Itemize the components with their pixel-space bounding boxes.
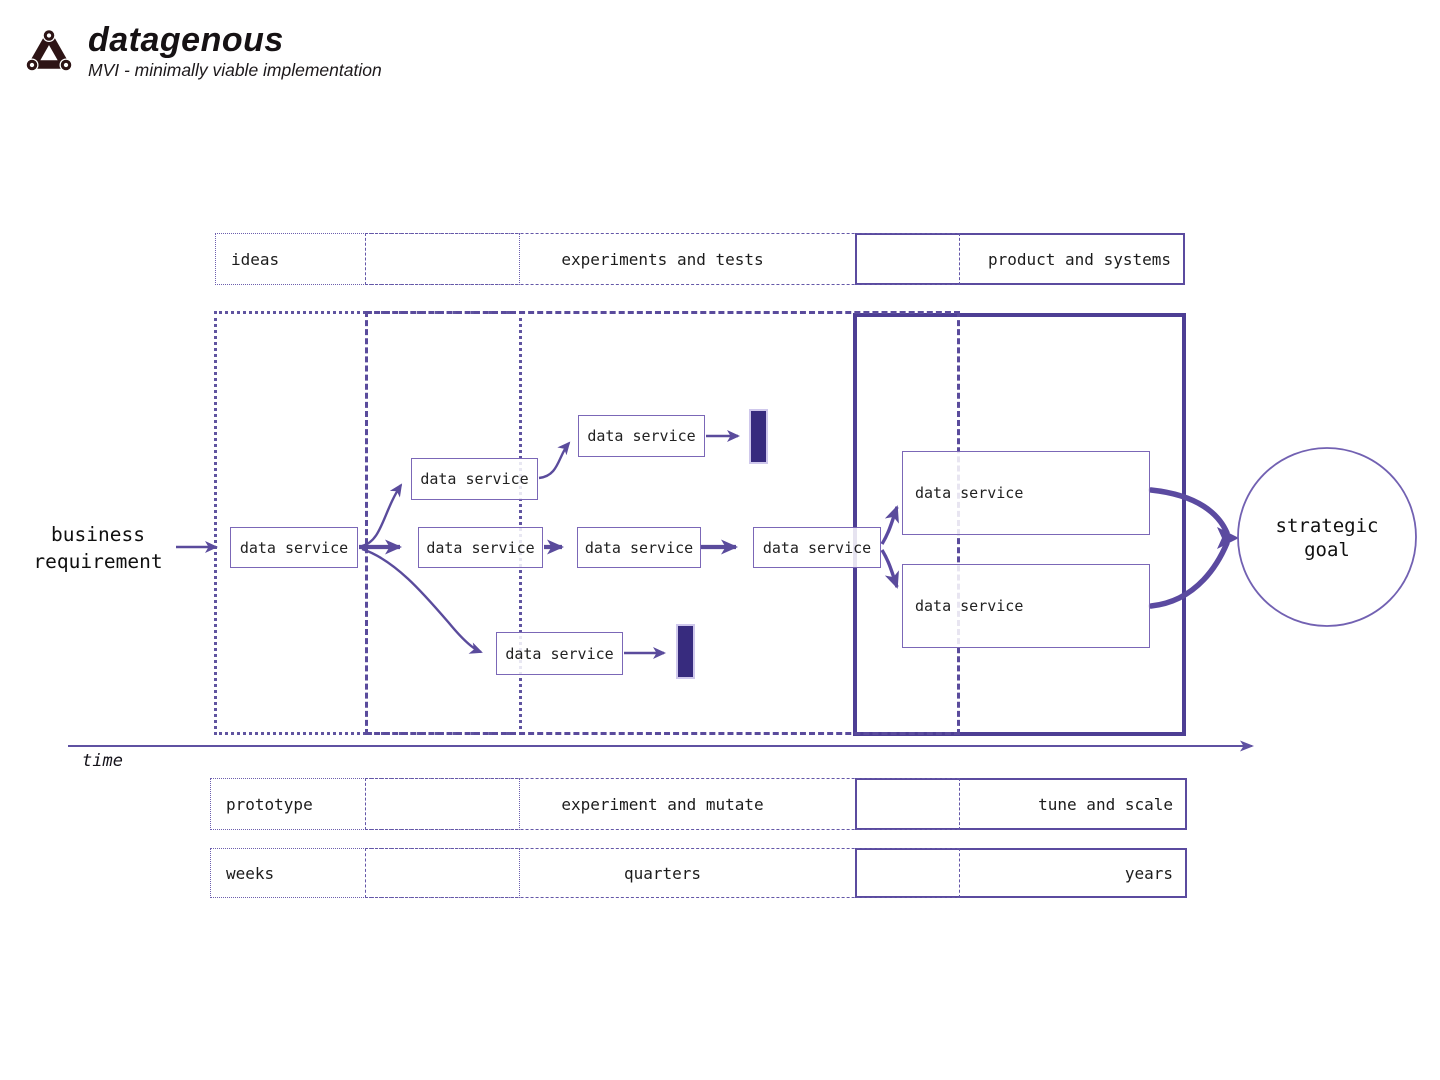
node-data-service-f: data service — [753, 527, 881, 568]
datagenous-logo-icon — [24, 26, 74, 76]
prototype-label: prototype — [226, 794, 313, 814]
quarters-label: quarters — [623, 863, 702, 883]
experiment-mutate-frame — [365, 778, 960, 830]
node-label: data service — [584, 538, 694, 557]
goal-arrowhead — [1217, 527, 1239, 549]
node-label: data service — [420, 470, 529, 488]
time-label: time — [82, 751, 123, 771]
years-label: years — [1124, 863, 1173, 883]
years-frame — [855, 848, 1187, 898]
product-frame — [855, 233, 1185, 285]
weeks-label: weeks — [226, 863, 275, 883]
experiments-label: experiments and tests — [561, 249, 764, 269]
tune-frame — [855, 778, 1187, 830]
node-data-service-h: data service — [902, 451, 1150, 535]
node-data-service-e: data service — [577, 527, 701, 568]
brand-title: datagenous — [88, 21, 284, 59]
node-label: data service — [587, 427, 696, 445]
node-label: data service — [239, 538, 349, 557]
node-data-service-d: data service — [418, 527, 543, 568]
node-data-service-b: data service — [411, 458, 538, 500]
strategic-goal-label: strategic goal — [1275, 515, 1379, 561]
experiments-frame — [365, 233, 960, 285]
tune-scale-label: tune and scale — [1038, 794, 1173, 814]
product-label: product and systems — [987, 249, 1171, 269]
quarters-frame — [365, 848, 960, 898]
node-label: data service — [762, 538, 872, 557]
business-requirement-label: business requirement — [33, 523, 163, 573]
ideas-label: ideas — [231, 249, 280, 269]
experiments-stage-frame — [365, 311, 960, 735]
node-data-service-c: data service — [578, 415, 705, 457]
node-label: data service — [426, 538, 535, 557]
node-label: data service — [915, 484, 1024, 502]
node-data-service-i: data service — [902, 564, 1150, 648]
node-data-service-g: data service — [496, 632, 623, 675]
brand-subtitle: MVI - minimally viable implementation — [88, 60, 382, 80]
node-label: data service — [915, 597, 1024, 615]
node-label: data service — [505, 644, 614, 663]
experiment-mutate-label: experiment and mutate — [561, 794, 764, 814]
node-data-service-a: data service — [230, 527, 358, 568]
